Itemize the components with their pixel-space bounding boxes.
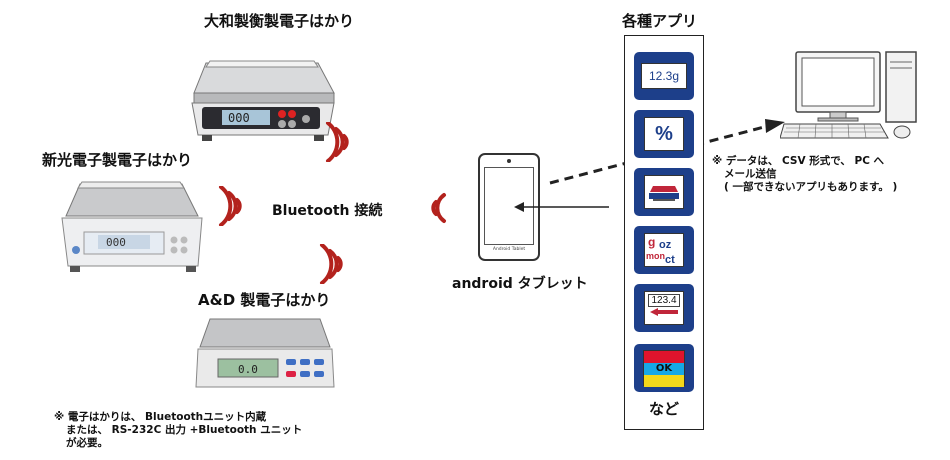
ok-text: OK bbox=[644, 363, 684, 375]
unit-convert-icon[interactable]: g oz mon ct bbox=[634, 226, 694, 274]
and-lcd-text: 0.0 bbox=[238, 363, 258, 376]
and-scale-image: 0.0 bbox=[195, 318, 335, 388]
signal-icon-and bbox=[320, 244, 343, 284]
percent-text: % bbox=[644, 117, 684, 151]
footnote-line-3: が必要。 bbox=[66, 437, 108, 449]
shinko-scale-label: 新光電子製電子はかり bbox=[42, 151, 193, 169]
tablet-screen-text: Android Tablet bbox=[492, 247, 526, 252]
and-lcd bbox=[217, 358, 279, 378]
yamato-lcd-text: 000 bbox=[228, 111, 250, 125]
yamato-lcd bbox=[222, 110, 270, 125]
weight-display-text: 12.3g bbox=[641, 63, 687, 89]
svg-text:ct: ct bbox=[665, 254, 675, 266]
signal-icon-yamato bbox=[326, 122, 349, 162]
pc-note-line-1: ※ データは、 CSV 形式で、 PC へ bbox=[712, 155, 885, 167]
unit-convert-graphic: g oz mon ct bbox=[646, 235, 675, 266]
weight-display-icon[interactable]: 12.3g bbox=[634, 52, 694, 100]
ok-judge-icon[interactable]: OK bbox=[634, 344, 694, 392]
shinko-scale-image: 000 bbox=[61, 181, 203, 272]
signal-icon-tablet bbox=[431, 193, 446, 223]
apps-title: 各種アプリ bbox=[622, 12, 698, 30]
tablet-label: android タブレット bbox=[452, 276, 588, 292]
and-scale-label: A&D 製電子はかり bbox=[198, 291, 331, 309]
pc-note: ※ データは、 CSV 形式で、 PC へ メール送信 ( 一部できないアプリも… bbox=[712, 155, 897, 194]
svg-text:mon: mon bbox=[646, 251, 665, 261]
tablet-screen bbox=[484, 167, 534, 245]
scale-icon[interactable] bbox=[634, 168, 694, 216]
pc-note-line-3: ( 一部できないアプリもあります。 ) bbox=[724, 181, 898, 193]
shinko-lcd bbox=[98, 235, 150, 249]
mini-scale-icon bbox=[649, 186, 679, 201]
shinko-lcd-text: 000 bbox=[106, 236, 126, 249]
signal-icon-shinko bbox=[219, 186, 242, 226]
counter-arrow bbox=[650, 308, 678, 316]
footnote: ※ 電子はかりは、 Bluetoothユニット内蔵 または、 RS-232C 出… bbox=[54, 411, 302, 450]
footnote-line-2: または、 RS-232C 出力 +Bluetooth ユニット bbox=[66, 424, 303, 436]
yamato-scale-label: 大和製衡製電子はかり bbox=[204, 12, 355, 30]
svg-text:g: g bbox=[648, 235, 655, 249]
counter-icon[interactable]: 123.4 bbox=[634, 284, 694, 332]
apps-more-label: など bbox=[648, 400, 679, 418]
pc-note-line-2: メール送信 bbox=[724, 168, 777, 180]
bluetooth-connection-label: Bluetooth 接続 bbox=[272, 203, 383, 219]
ok-red-band bbox=[644, 351, 684, 363]
pc-image bbox=[780, 51, 917, 139]
ok-yellow-band bbox=[644, 375, 684, 387]
counter-text: 123.4 bbox=[648, 294, 680, 307]
tablet-camera bbox=[507, 159, 511, 163]
yamato-scale-image: 000 bbox=[191, 60, 335, 141]
percent-icon[interactable]: % bbox=[634, 110, 694, 158]
footnote-line-1: ※ 電子はかりは、 Bluetoothユニット内蔵 bbox=[54, 411, 267, 423]
apps-panel: 12.3g % g oz mon ct 123.4 bbox=[624, 35, 704, 430]
svg-text:oz: oz bbox=[659, 239, 672, 251]
